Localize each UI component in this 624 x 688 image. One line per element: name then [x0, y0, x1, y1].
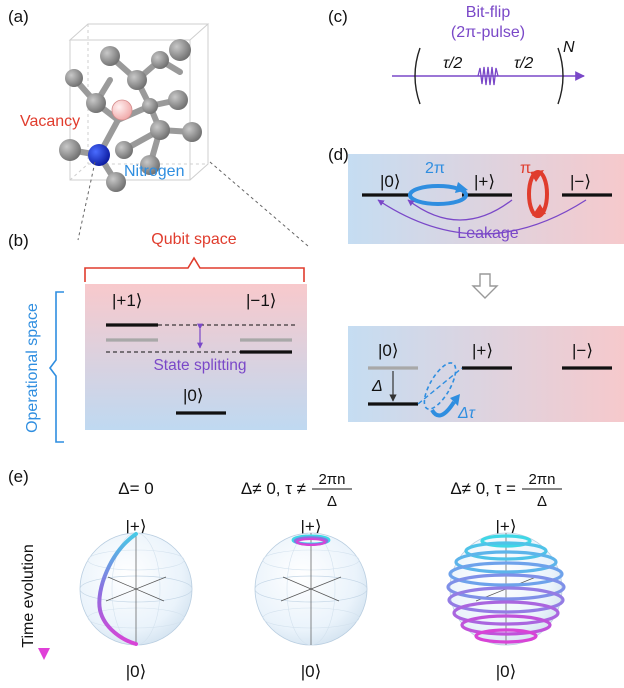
projection-line-left [77, 161, 96, 241]
leakage-label: Leakage [457, 225, 518, 242]
time-arrow-head [38, 648, 50, 660]
qubit-space-brace [84, 256, 305, 282]
time-evolution-label: Time evolution [20, 544, 37, 647]
panel-label-c: (c) [328, 7, 348, 26]
leakage-arrow-inner [407, 199, 513, 221]
sphere2-frac-den: Δ [327, 493, 337, 510]
tau-half-right: τ/2 [514, 55, 533, 72]
two-pi-arrowhead [455, 182, 468, 193]
sphere2-ket-plus: |+⟩ [301, 517, 322, 536]
sphere2-title-left: Δ≠ 0, τ ≠ [241, 479, 306, 498]
sphere1-title: Δ= 0 [118, 479, 153, 498]
sphere3-title-left: Δ≠ 0, τ = [450, 479, 516, 498]
bracket-right [557, 47, 564, 105]
unit-cell-box [68, 23, 210, 181]
sphere3-ket-plus: |+⟩ [496, 517, 517, 536]
delta-tau-arc [430, 400, 456, 418]
bracket-left [414, 47, 421, 105]
bitflip-title-line2: (2π-pulse) [451, 24, 525, 41]
nitrogen-atom [88, 144, 110, 166]
sphere3-frac-num: 2πn [528, 471, 555, 488]
transition-down-arrow [471, 273, 499, 299]
pi-arrowhead-top [530, 170, 544, 182]
energy-box-d-bottom [348, 326, 624, 422]
carbon-atoms [59, 39, 202, 192]
trajectory-1 [97, 532, 138, 646]
ket-minus-d-bottom: |−⟩ [572, 341, 593, 360]
delta-label: Δ [371, 378, 383, 395]
leakage-arrow-outer [377, 199, 587, 235]
repeat-n: N [563, 39, 575, 56]
pi-label: π [520, 160, 531, 177]
vacancy-label: Vacancy [20, 113, 80, 130]
coupling-dashed [417, 367, 463, 405]
operational-space-brace [49, 291, 64, 443]
delta-tau-loop [423, 362, 457, 410]
sphere3-frac-den: Δ [537, 493, 547, 510]
bloch-sphere-1 [79, 532, 193, 646]
nv-lattice [59, 23, 210, 192]
ket-zero-d: |0⟩ [380, 172, 401, 191]
panel-label-d: (d) [328, 145, 349, 164]
vacancy-atom [111, 99, 133, 121]
bloch-sphere-2 [254, 532, 368, 646]
ket-zero-d-bottom: |0⟩ [378, 341, 399, 360]
ket-minus-one: |−1⟩ [246, 291, 276, 310]
ket-plus-one: |+1⟩ [112, 291, 142, 310]
sphere1-ket-zero: |0⟩ [126, 662, 147, 681]
qubit-space-label: Qubit space [151, 231, 236, 248]
ket-plus-d: |+⟩ [474, 172, 495, 191]
two-pi-label: 2π [425, 160, 445, 177]
energy-box-d-top [348, 154, 624, 244]
delta-tau-label: Δτ [457, 405, 476, 422]
panel-label-e: (e) [8, 467, 29, 486]
two-pi-loop [408, 184, 468, 206]
sphere2-frac-num: 2πn [318, 471, 345, 488]
state-splitting-label: State splitting [153, 357, 246, 374]
trajectory-3 [446, 534, 566, 644]
sphere2-ket-zero: |0⟩ [301, 662, 322, 681]
ket-minus-d: |−⟩ [570, 172, 591, 191]
nitrogen-label: Nitrogen [124, 163, 184, 180]
delta-tau-arrowhead [450, 394, 460, 406]
sphere1-ket-plus: |+⟩ [126, 517, 147, 536]
ket-plus-d-bottom: |+⟩ [472, 341, 493, 360]
panel-label-b: (b) [8, 231, 29, 250]
sphere3-ket-zero: |0⟩ [496, 662, 517, 681]
bitflip-title-line1: Bit-flip [466, 4, 511, 21]
tau-half-left: τ/2 [443, 55, 462, 72]
ket-zero-b: |0⟩ [183, 386, 204, 405]
operational-space-label: Operational space [24, 303, 41, 433]
pi-arrowhead-bottom [532, 204, 546, 216]
energy-box-b [85, 284, 307, 430]
panel-label-a: (a) [8, 7, 29, 26]
trajectory-2 [291, 534, 331, 546]
pulse-wiggle [477, 66, 499, 86]
